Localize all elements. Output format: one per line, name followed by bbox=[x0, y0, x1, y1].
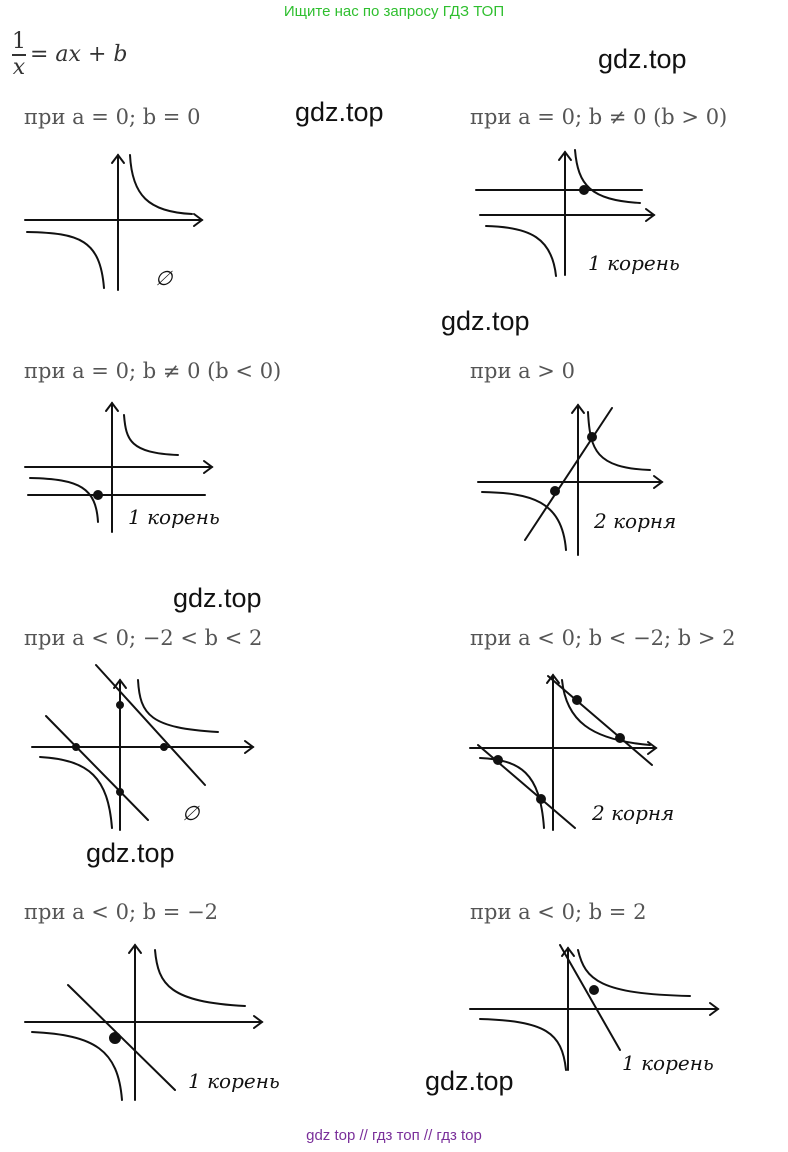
case-result: 1 корень bbox=[622, 1051, 714, 1075]
axis-point bbox=[116, 788, 124, 796]
fraction-bar bbox=[12, 54, 26, 56]
watermark: gdz.top bbox=[425, 1066, 514, 1096]
watermark: gdz.top bbox=[173, 583, 262, 613]
case-condition: при a < 0; b = 2 bbox=[470, 900, 647, 924]
x-axis-arrow bbox=[709, 1002, 720, 1016]
graph-case-2: 1 корень bbox=[475, 149, 680, 277]
hyperbola-branch bbox=[154, 949, 246, 1007]
line-y-eq-ax-b bbox=[524, 407, 613, 541]
graph-case-3: 1 корень bbox=[24, 401, 220, 533]
intersection-point bbox=[572, 695, 582, 705]
axis-point bbox=[160, 743, 168, 751]
case-result: 1 корень bbox=[588, 251, 680, 275]
hyperbola-branch bbox=[123, 414, 179, 456]
intersection-point bbox=[579, 185, 589, 195]
line-y-eq-ax-b bbox=[559, 944, 621, 1051]
equation-rhs: = ax + b bbox=[30, 42, 128, 68]
intersection-point bbox=[536, 794, 546, 804]
intersection-point bbox=[615, 733, 625, 743]
case-result: ∅ bbox=[182, 801, 201, 825]
graph-case-7: 1 корень bbox=[24, 943, 280, 1101]
watermark: gdz.top bbox=[441, 306, 530, 336]
hyperbola-branch bbox=[485, 225, 557, 277]
equation-fraction: 1 x bbox=[12, 30, 26, 80]
case-result: 1 корень bbox=[128, 505, 220, 529]
line-y-eq-ax-b bbox=[95, 664, 206, 786]
equation: 1 x = ax + b bbox=[12, 30, 127, 80]
case-condition: при a = 0; b = 0 bbox=[24, 105, 201, 129]
hyperbola-branch bbox=[31, 1031, 123, 1101]
hyperbola-branch bbox=[29, 477, 99, 523]
x-axis-arrow bbox=[645, 208, 656, 222]
y-axis-arrow bbox=[113, 678, 127, 689]
y-axis-arrow bbox=[571, 403, 585, 414]
hyperbola-branch bbox=[587, 411, 651, 471]
line-y-eq-ax-b bbox=[45, 715, 149, 821]
intersection-point bbox=[93, 490, 103, 500]
y-axis-arrow bbox=[111, 153, 125, 164]
y-axis-arrow bbox=[546, 673, 560, 684]
hyperbola-branch bbox=[129, 154, 193, 215]
case-condition: при a < 0; b = −2 bbox=[24, 900, 219, 924]
hyperbola-branch bbox=[39, 756, 113, 829]
intersection-point bbox=[493, 755, 503, 765]
intersection-point bbox=[109, 1032, 121, 1044]
x-axis-arrow bbox=[253, 1015, 264, 1029]
footer-links: gdz top // гдз топ // гдз top bbox=[306, 1127, 482, 1144]
line-y-eq-ax-b bbox=[547, 675, 653, 766]
x-axis-arrow bbox=[647, 741, 658, 755]
graph-case-8: 1 корень bbox=[469, 944, 720, 1075]
axis-point bbox=[116, 701, 124, 709]
y-axis-arrow bbox=[558, 150, 572, 161]
case-result: ∅ bbox=[155, 266, 174, 290]
case-result: 2 корня bbox=[591, 801, 674, 825]
equation-denominator: x bbox=[12, 54, 26, 80]
case-condition: при a < 0; −2 < b < 2 bbox=[24, 626, 263, 650]
x-axis-arrow bbox=[193, 213, 204, 227]
graph-case-6: 2 корня bbox=[469, 673, 674, 831]
case-condition: при a > 0 bbox=[470, 359, 575, 383]
intersection-point bbox=[587, 432, 597, 442]
intersection-point bbox=[589, 985, 599, 995]
axis-point bbox=[72, 743, 80, 751]
hyperbola-branch bbox=[577, 949, 691, 997]
x-axis-arrow bbox=[203, 460, 214, 474]
intersection-point bbox=[550, 486, 560, 496]
case-result: 1 корень bbox=[188, 1069, 280, 1093]
equation-numerator: 1 bbox=[12, 29, 26, 54]
x-axis-arrow bbox=[653, 475, 664, 489]
watermark: gdz.top bbox=[295, 97, 384, 127]
y-axis-arrow bbox=[128, 943, 142, 954]
hyperbola-branch bbox=[479, 757, 545, 829]
hyperbola-branch bbox=[137, 679, 219, 733]
graph-case-5: ∅ bbox=[31, 664, 255, 831]
case-condition: при a < 0; b < −2; b > 2 bbox=[470, 626, 736, 650]
line-y-eq-ax-b bbox=[67, 984, 176, 1091]
case-condition: при a = 0; b ≠ 0 (b < 0) bbox=[24, 359, 282, 383]
case-condition: при a = 0; b ≠ 0 (b > 0) bbox=[470, 105, 728, 129]
line-y-eq-ax-b bbox=[477, 744, 576, 829]
x-axis-arrow bbox=[244, 740, 255, 754]
search-banner: Ищите нас по запросу ГДЗ ТОП bbox=[283, 3, 505, 20]
graph-case-4: 2 корня bbox=[477, 403, 676, 556]
y-axis-arrow bbox=[105, 401, 119, 412]
hyperbola-branch bbox=[481, 491, 567, 551]
hyperbola-branch bbox=[479, 1018, 567, 1071]
watermark: gdz.top bbox=[598, 44, 687, 74]
hyperbola-branch bbox=[26, 231, 105, 289]
watermark: gdz.top bbox=[86, 838, 175, 868]
hyperbola-branch bbox=[574, 149, 641, 204]
case-result: 2 корня bbox=[593, 509, 676, 533]
hyperbola-branch bbox=[561, 679, 651, 746]
graph-case-1: ∅ bbox=[24, 153, 204, 291]
